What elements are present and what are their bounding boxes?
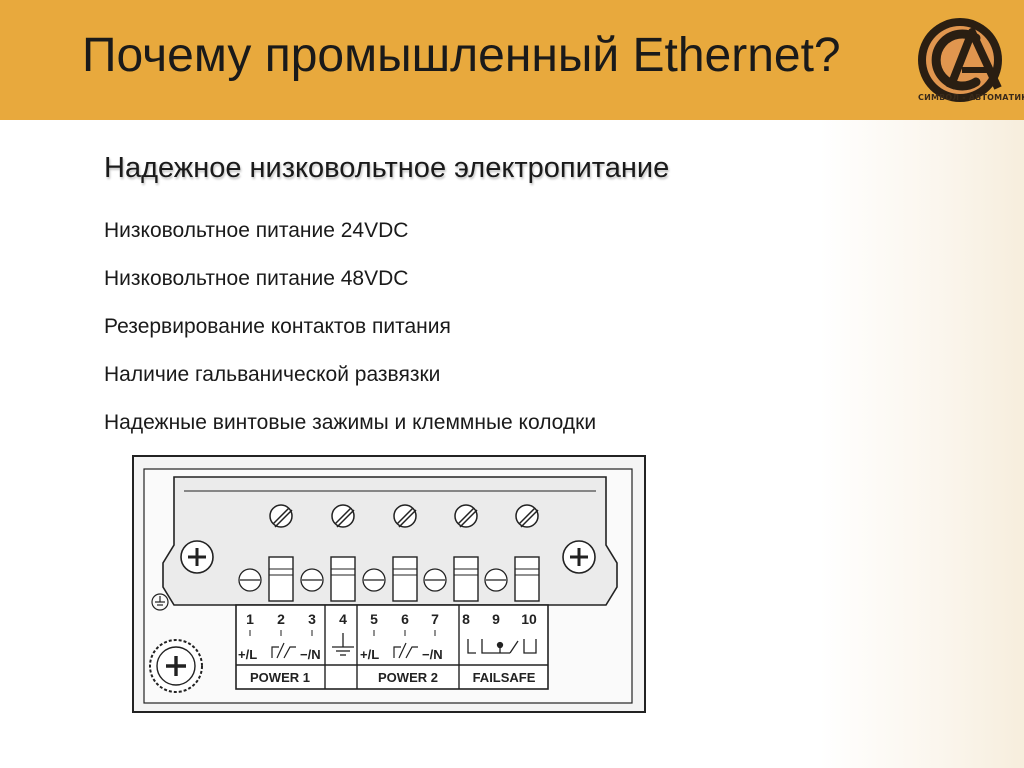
mounting-screw-right-icon: [562, 540, 596, 574]
clamp: [514, 556, 540, 602]
terminal-block-diagram: 1 2 3 4 5 6 7 8 9 10 +/L −/N +/L −/N: [132, 455, 646, 713]
ground-symbol-icon: [332, 633, 354, 656]
pin-number: 9: [492, 611, 500, 627]
mounting-screw-left-icon: [180, 540, 214, 574]
chassis-symbol-icon: [393, 642, 418, 659]
screw-icon: [269, 504, 293, 528]
company-logo: [918, 18, 1002, 102]
background-glow: [820, 120, 1024, 768]
plus-l-label: +/L: [238, 647, 257, 662]
clamp-screws: [238, 568, 508, 592]
small-screw-icon: [362, 568, 386, 592]
chassis-symbol-icon: [271, 642, 296, 659]
ground-icon: [151, 593, 169, 611]
relay-contact-icon: [467, 639, 537, 654]
list-item: Низковольтное питание 24VDC: [104, 219, 409, 242]
group-label-failsafe: FAILSAFE: [473, 670, 536, 685]
list-item: Низковольтное питание 48VDC: [104, 267, 409, 290]
group-label-power-1: POWER 1: [250, 670, 310, 685]
screw-icon: [454, 504, 478, 528]
label-panel: [235, 604, 549, 690]
slide-subtitle: Надежное низковольтное электропитание: [104, 152, 670, 184]
top-screws: [269, 504, 539, 528]
pin-number: 6: [401, 611, 409, 627]
pin-number: 7: [431, 611, 439, 627]
small-screw-icon: [484, 568, 508, 592]
knurled-knob-icon: [149, 639, 203, 693]
pin-number: 8: [462, 611, 470, 627]
terminal-clamps: [268, 556, 540, 602]
group-label-power-2: POWER 2: [378, 670, 438, 685]
plus-l-label: +/L: [360, 647, 379, 662]
clamp: [392, 556, 418, 602]
minus-n-label: −/N: [300, 647, 321, 662]
screw-icon: [515, 504, 539, 528]
screw-icon: [393, 504, 417, 528]
clamp: [330, 556, 356, 602]
list-item: Надежные винтовые зажимы и клеммные коло…: [104, 411, 597, 434]
logo-caption: СИМВОЛ - АВТОМАТИКА: [918, 93, 1024, 102]
logo-letter-c: [931, 29, 981, 91]
clamp: [453, 556, 479, 602]
feature-list: Низковольтное питание 24VDC Низковольтно…: [104, 218, 596, 458]
title-bar: Почему промышленный Ethernet? СИМВОЛ - А…: [0, 0, 1024, 120]
pin-number: 5: [370, 611, 378, 627]
minus-n-label: −/N: [422, 647, 443, 662]
screw-icon: [331, 504, 355, 528]
list-item: Наличие гальванической развязки: [104, 363, 441, 386]
small-screw-icon: [238, 568, 262, 592]
pin-number: 1: [246, 611, 254, 627]
pin-number: 2: [277, 611, 285, 627]
clamp: [268, 556, 294, 602]
list-item: Резервирование контактов питания: [104, 315, 451, 338]
pin-number: 10: [521, 611, 537, 627]
connector-housing: [162, 476, 618, 606]
small-screw-icon: [300, 568, 324, 592]
slide-title: Почему промышленный Ethernet?: [82, 29, 841, 82]
small-screw-icon: [423, 568, 447, 592]
pin-number: 3: [308, 611, 316, 627]
logo-letter-a: [946, 28, 1002, 90]
pin-number: 4: [339, 611, 347, 627]
